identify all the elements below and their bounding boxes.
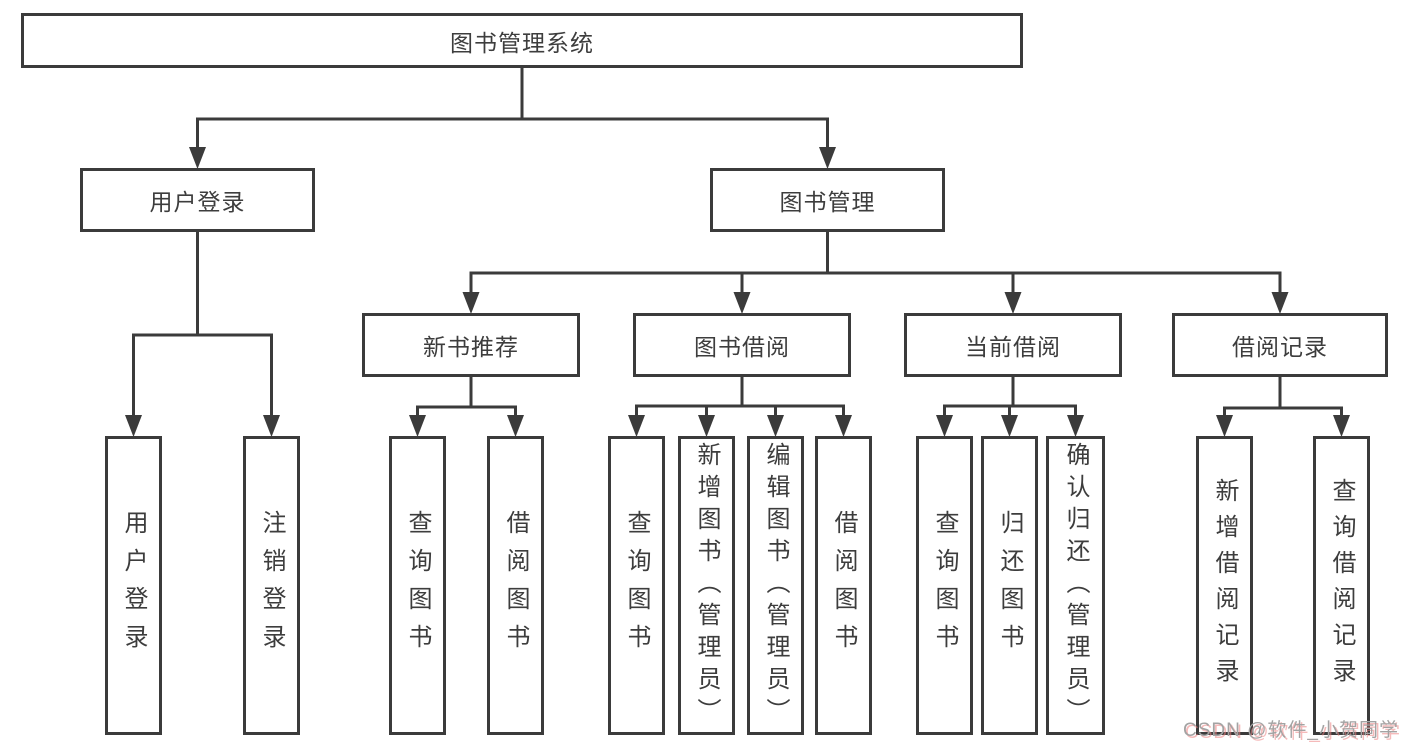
node-b4: 借阅图书 (815, 436, 872, 735)
node-b1: 查询图书 (608, 436, 665, 735)
node-label: 查询图书 (404, 509, 431, 662)
node-label: 用户登录 (149, 189, 246, 215)
node-root: 图书管理系统 (21, 13, 1023, 68)
node-label: 注销登录 (258, 509, 285, 662)
node-u2: 注销登录 (243, 436, 300, 735)
node-label: 图书管理系统 (450, 29, 594, 56)
node-label: 新增图书（管理员） (693, 441, 720, 730)
node-n1: 查询图书 (389, 436, 446, 735)
node-book-borrow: 图书借阅 (633, 313, 851, 377)
node-b3: 编辑图书（管理员） (747, 436, 804, 735)
node-c1: 查询图书 (916, 436, 973, 735)
node-label: 借阅记录 (1232, 334, 1328, 360)
node-label: 借阅图书 (502, 509, 529, 662)
node-label: 用户登录 (120, 509, 147, 662)
node-r1: 新增借阅记录 (1196, 436, 1253, 735)
node-n2: 借阅图书 (487, 436, 544, 735)
node-label: 编辑图书（管理员） (762, 441, 789, 730)
node-b2: 新增图书（管理员） (678, 436, 735, 735)
node-label: 确认归还（管理员） (1062, 441, 1089, 730)
node-label: 新书推荐 (423, 334, 519, 360)
node-cur-borrow: 当前借阅 (904, 313, 1122, 377)
node-label: 当前借阅 (965, 334, 1061, 360)
node-label: 归还图书 (996, 509, 1023, 662)
watermark: CSDN @软件_小贺同学 (1183, 720, 1399, 741)
node-label: 查询借阅记录 (1328, 477, 1355, 694)
node-label: 查询图书 (931, 509, 958, 662)
node-label: 查询图书 (623, 509, 650, 662)
node-r2: 查询借阅记录 (1313, 436, 1370, 735)
node-label: 图书借阅 (694, 334, 790, 360)
node-c3: 确认归还（管理员） (1046, 436, 1105, 735)
node-c2: 归还图书 (981, 436, 1038, 735)
node-book-mgmt: 图书管理 (710, 168, 945, 232)
node-new-book: 新书推荐 (362, 313, 580, 377)
node-label: 图书管理 (779, 189, 876, 215)
node-label: 借阅图书 (830, 509, 857, 662)
node-label: 新增借阅记录 (1211, 477, 1238, 694)
node-user-login: 用户登录 (80, 168, 315, 232)
node-u1: 用户登录 (105, 436, 162, 735)
node-borrow-rec: 借阅记录 (1172, 313, 1388, 377)
